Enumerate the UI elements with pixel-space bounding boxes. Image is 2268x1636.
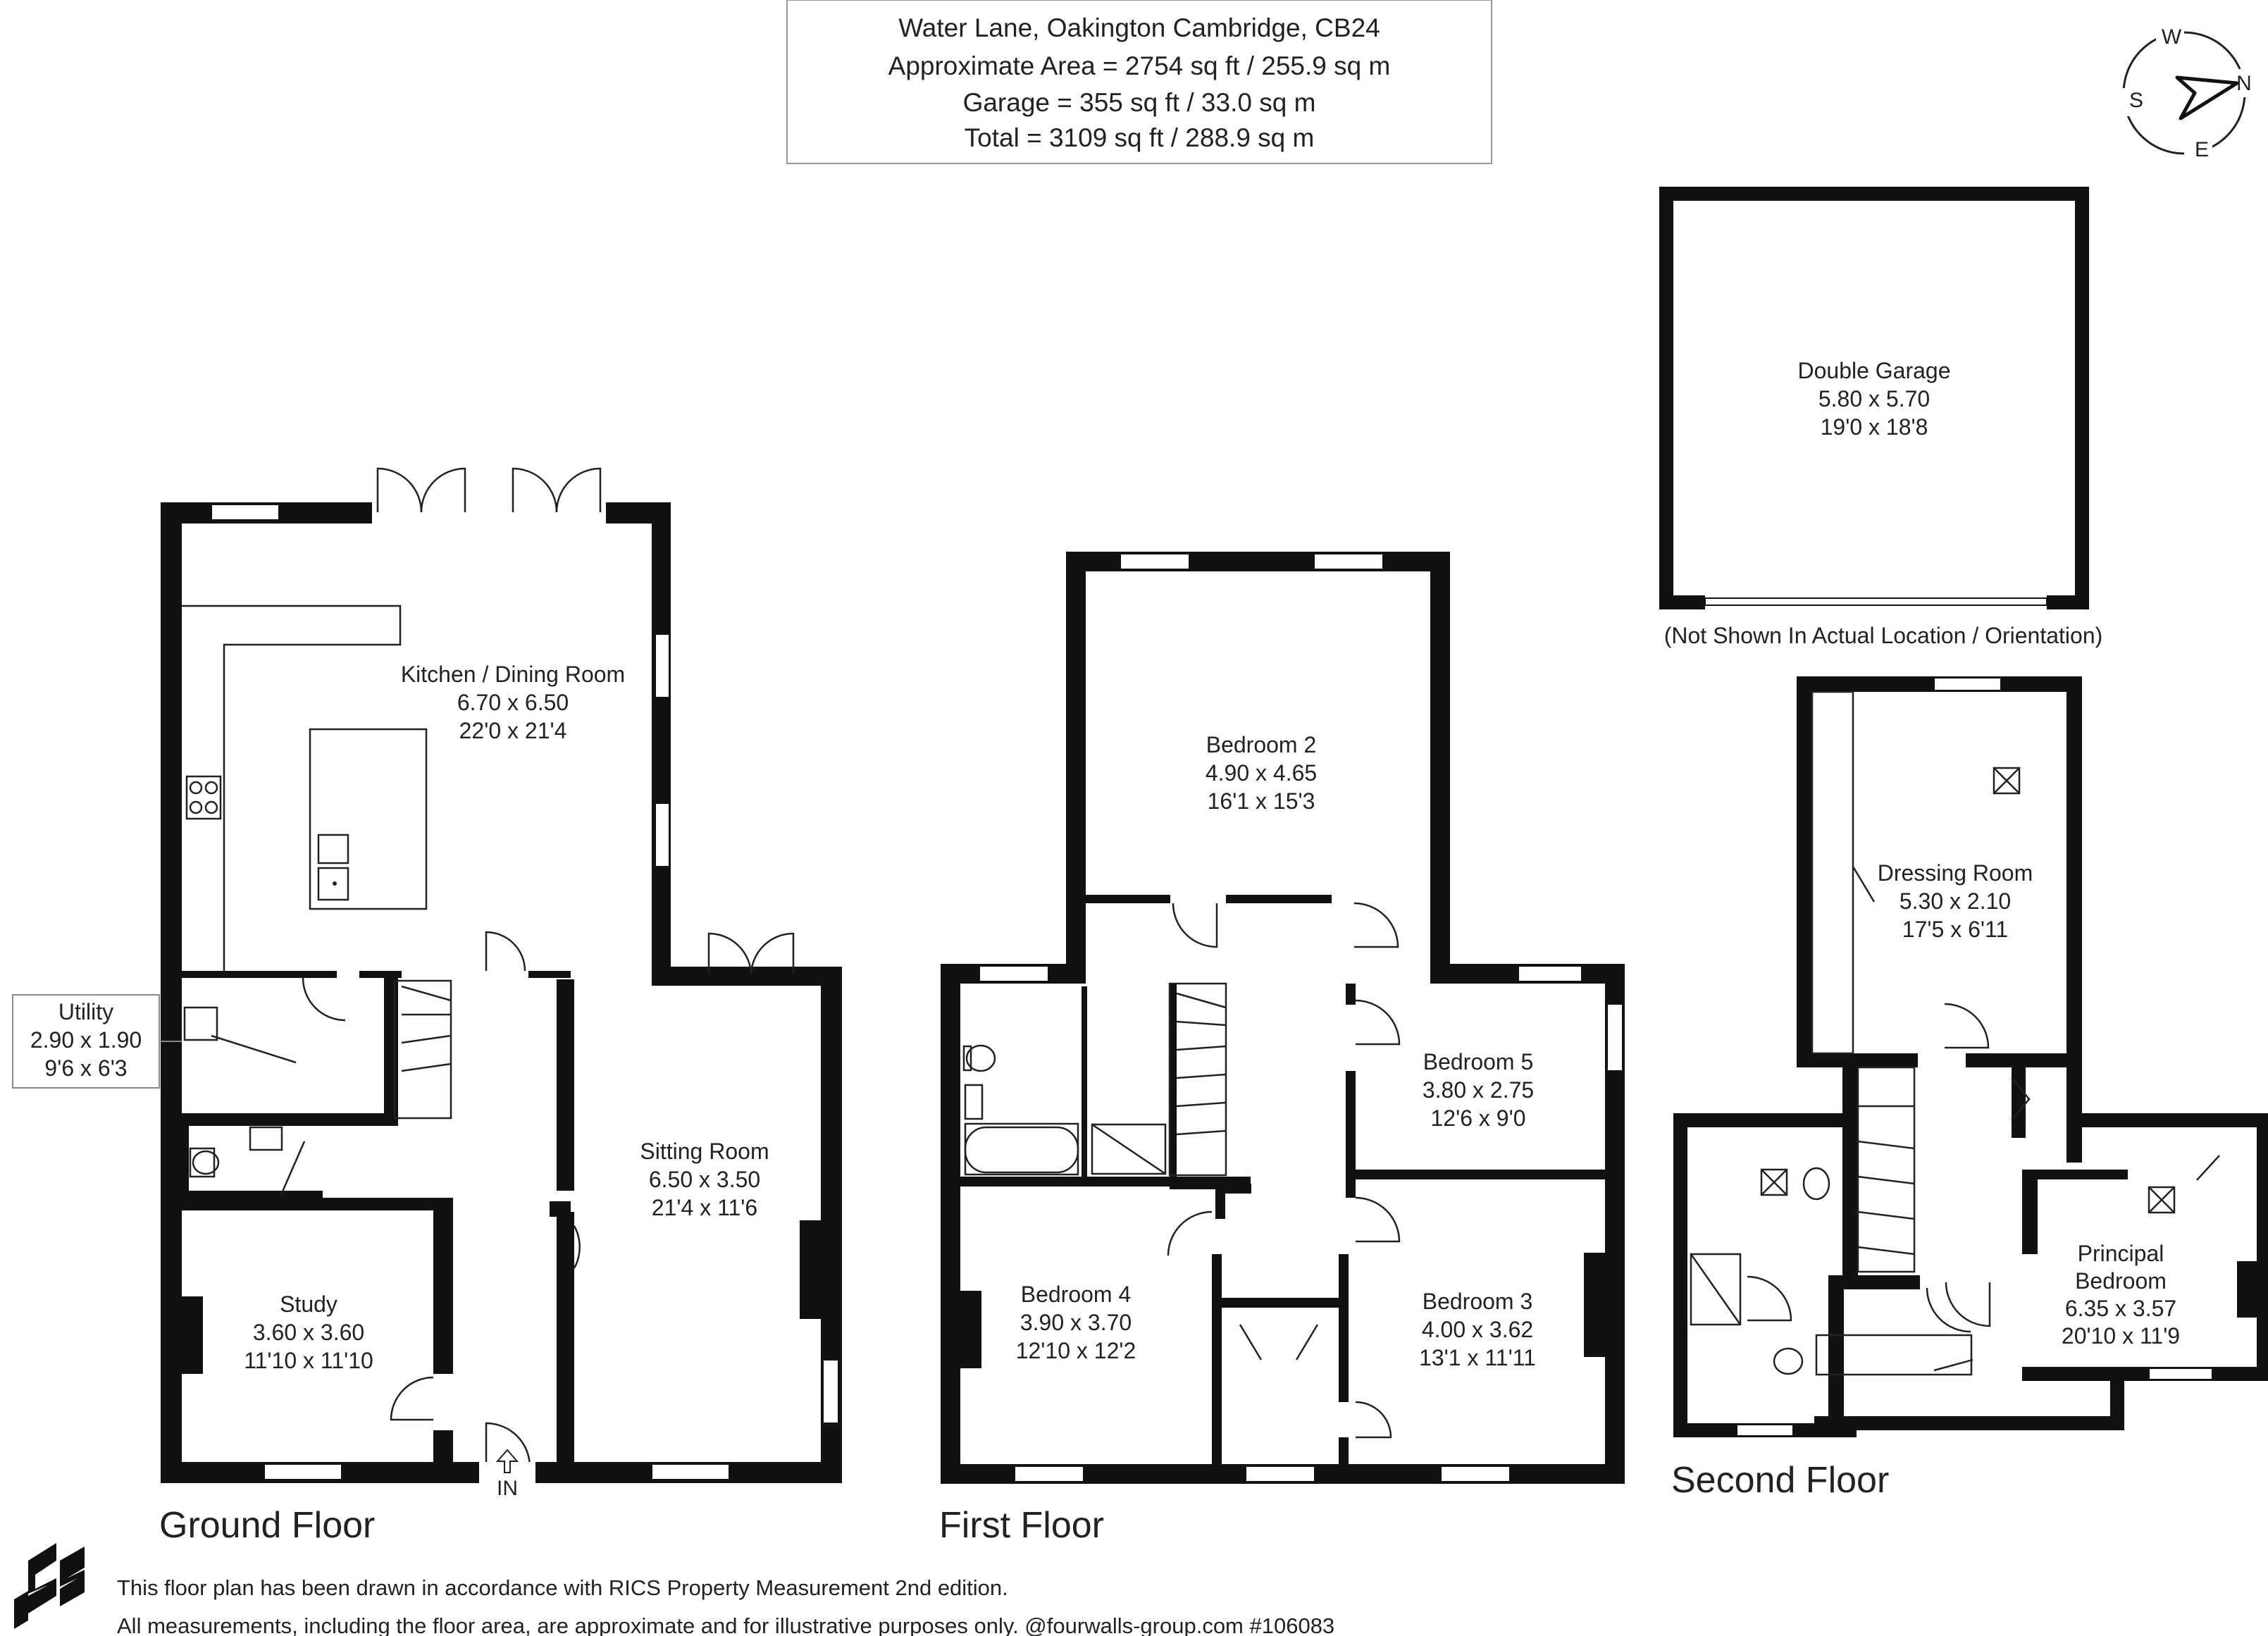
utility-name: Utility bbox=[58, 999, 113, 1024]
bedroom5-name: Bedroom 5 bbox=[1423, 1049, 1534, 1074]
bedroom4-imperial: 12'10 x 12'2 bbox=[1016, 1338, 1136, 1363]
kitchen-metric: 6.70 x 6.50 bbox=[457, 690, 569, 715]
principal-name-line1: Principal bbox=[2078, 1241, 2164, 1266]
compass-north: N bbox=[2236, 72, 2252, 95]
garage-name: Double Garage bbox=[1797, 358, 1950, 383]
garage-metric: 5.80 x 5.70 bbox=[1818, 386, 1930, 411]
dressing-imperial: 17'5 x 6'11 bbox=[1902, 917, 2008, 942]
principal-name-line2: Bedroom bbox=[2075, 1268, 2167, 1294]
bedroom2-name: Bedroom 2 bbox=[1206, 732, 1317, 757]
bedroom3-metric: 4.00 x 3.62 bbox=[1422, 1317, 1533, 1342]
header-address: Water Lane, Oakington Cambridge, CB24 bbox=[898, 13, 1380, 42]
second-floor-title: Second Floor bbox=[1671, 1460, 1889, 1501]
first-floor-plan bbox=[941, 552, 1625, 1484]
utility-label-box bbox=[12, 994, 160, 1089]
study-imperial: 11'10 x 11'10 bbox=[244, 1348, 373, 1373]
compass-east: E bbox=[2195, 138, 2209, 161]
fourwalls-logo-icon bbox=[14, 1543, 85, 1629]
kitchen-imperial: 22'0 x 21'4 bbox=[459, 718, 567, 743]
header-garage-area: Garage = 355 sq ft / 33.0 sq m bbox=[963, 88, 1316, 117]
first-floor-title: First Floor bbox=[939, 1505, 1104, 1546]
second-floor-plan bbox=[1673, 676, 2268, 1437]
dressing-name: Dressing Room bbox=[1878, 860, 2033, 886]
garage-plan bbox=[1659, 187, 2089, 609]
header-box bbox=[786, 0, 1492, 164]
study-name: Study bbox=[280, 1291, 337, 1317]
study-metric: 3.60 x 3.60 bbox=[253, 1320, 364, 1345]
footer-line1: This floor plan has been drawn in accord… bbox=[117, 1575, 1008, 1600]
compass-icon: W N S E bbox=[2122, 21, 2258, 162]
ground-floor-title: Ground Floor bbox=[159, 1505, 375, 1546]
bedroom4-name: Bedroom 4 bbox=[1021, 1282, 1132, 1307]
principal-imperial: 20'10 x 11'9 bbox=[2062, 1323, 2180, 1349]
garage-note: (Not Shown In Actual Location / Orientat… bbox=[1664, 623, 2103, 648]
compass-south: S bbox=[2129, 89, 2143, 112]
sitting-imperial: 21'4 x 11'6 bbox=[652, 1195, 757, 1220]
ground-floor-plan: IN bbox=[161, 467, 842, 1500]
bedroom2-metric: 4.90 x 4.65 bbox=[1206, 760, 1317, 786]
sitting-name: Sitting Room bbox=[640, 1139, 769, 1164]
header-approx-area: Approximate Area = 2754 sq ft / 255.9 sq… bbox=[888, 51, 1391, 80]
entrance-arrow-icon bbox=[495, 1449, 519, 1473]
utility-imperial: 9'6 x 6'3 bbox=[44, 1055, 127, 1081]
dressing-metric: 5.30 x 2.10 bbox=[1900, 888, 2011, 914]
bedroom4-metric: 3.90 x 3.70 bbox=[1020, 1310, 1132, 1335]
kitchen-name: Kitchen / Dining Room bbox=[401, 662, 625, 687]
sitting-metric: 6.50 x 3.50 bbox=[649, 1167, 760, 1192]
bedroom2-imperial: 16'1 x 15'3 bbox=[1208, 788, 1315, 814]
bedroom3-name: Bedroom 3 bbox=[1423, 1289, 1533, 1314]
bedroom5-imperial: 12'6 x 9'0 bbox=[1431, 1105, 1526, 1131]
utility-metric: 2.90 x 1.90 bbox=[30, 1027, 142, 1053]
principal-metric: 6.35 x 3.57 bbox=[2065, 1296, 2176, 1321]
bedroom3-imperial: 13'1 x 11'11 bbox=[1419, 1345, 1536, 1370]
garage-imperial: 19'0 x 18'8 bbox=[1821, 414, 1928, 440]
entrance-label: IN bbox=[497, 1477, 518, 1500]
header-total-area: Total = 3109 sq ft / 288.9 sq m bbox=[965, 123, 1315, 152]
compass-west: W bbox=[2162, 25, 2182, 49]
footer-line2: All measurements, including the floor ar… bbox=[117, 1613, 1334, 1636]
bedroom5-metric: 3.80 x 2.75 bbox=[1423, 1077, 1534, 1103]
